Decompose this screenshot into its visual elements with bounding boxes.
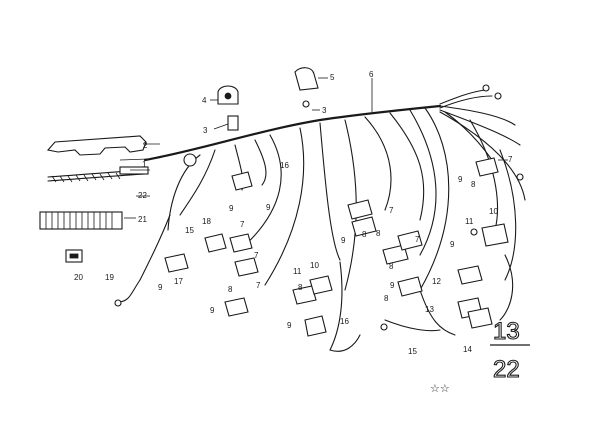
callout-20: 20 — [74, 273, 83, 282]
callout-9: 9 — [341, 236, 346, 245]
footer-mark: ☆☆ — [430, 382, 450, 395]
callout-5: 5 — [330, 73, 335, 82]
callout-12: 12 — [432, 277, 441, 286]
callout-7: 7 — [389, 206, 394, 215]
callout-8: 8 — [389, 262, 394, 271]
group-number-top: 13 — [493, 318, 520, 345]
callout-3: 3 — [203, 126, 208, 135]
callout-9: 9 — [450, 240, 455, 249]
callout-8: 8 — [228, 285, 233, 294]
harness-branches — [119, 107, 517, 352]
group-number-bottom: 22 — [493, 356, 520, 383]
callout-21: 21 — [138, 215, 147, 224]
callout-8: 8 — [384, 294, 389, 303]
callout-19: 19 — [105, 273, 114, 282]
callout-3: 3 — [322, 106, 327, 115]
callout-8: 8 — [362, 230, 367, 239]
callout-8: 8 — [376, 229, 381, 238]
callout-14: 14 — [463, 345, 472, 354]
callout-17: 17 — [174, 277, 183, 286]
group-number: 13 22 — [490, 317, 530, 384]
connectors — [164, 157, 509, 337]
callout-9: 9 — [390, 281, 395, 290]
callout-10: 10 — [310, 261, 319, 270]
callout-11: 11 — [293, 267, 302, 276]
upper-left-parts — [39, 135, 149, 263]
callout-8: 8 — [471, 180, 476, 189]
callout-10: 10 — [489, 207, 498, 216]
callout-11: 11 — [465, 217, 474, 226]
clamps — [183, 67, 319, 167]
callout-7: 7 — [254, 251, 259, 260]
callout-15: 15 — [408, 347, 417, 356]
terminals — [114, 84, 524, 331]
callout-18: 18 — [202, 217, 211, 226]
callout-16: 16 — [280, 161, 289, 170]
part-callouts: 1 2 3 3 4 5 6 7 7 7 7 7 7 8 8 8 8 8 8 8 … — [74, 70, 513, 356]
callout-7: 7 — [415, 235, 420, 244]
callout-9: 9 — [158, 283, 163, 292]
callout-7: 7 — [256, 281, 261, 290]
callout-13: 13 — [425, 305, 434, 314]
callout-1: 1 — [142, 160, 147, 169]
main-harness — [143, 89, 526, 201]
callout-4: 4 — [202, 96, 207, 105]
callout-22: 22 — [138, 191, 147, 200]
callout-9: 9 — [287, 321, 292, 330]
callout-7: 7 — [508, 155, 513, 164]
callout-9: 9 — [210, 306, 215, 315]
callout-2: 2 — [143, 141, 148, 150]
callout-9: 9 — [458, 175, 463, 184]
callout-8: 8 — [298, 283, 303, 292]
callout-7: 7 — [240, 220, 245, 229]
callout-6: 6 — [369, 70, 374, 79]
callout-15: 15 — [185, 226, 194, 235]
leader-lines — [119, 77, 508, 219]
callout-9: 9 — [266, 203, 271, 212]
callout-16: 16 — [340, 317, 349, 326]
callout-9: 9 — [229, 204, 234, 213]
